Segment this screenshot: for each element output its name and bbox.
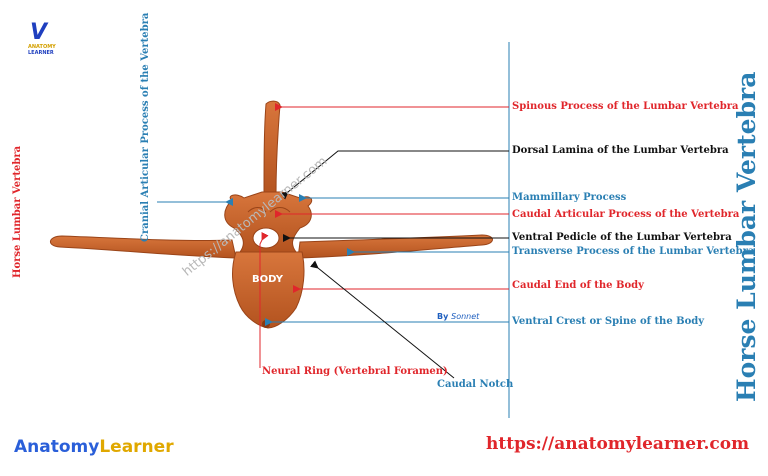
label-dorsal-lamina: Dorsal Lamina of the Lumbar Vertebra	[512, 145, 729, 156]
logo-letter: V	[30, 20, 48, 45]
leader-neural-ring	[259, 231, 269, 368]
label-ventral-crest: Ventral Crest or Spine of the Body	[512, 316, 705, 327]
anatomylearner-logo: V ANATOMY LEARNER	[24, 20, 60, 58]
left-vertical-title: Horse Lumbar Vertebra	[12, 145, 23, 278]
byline-name: Sonnet	[451, 312, 480, 321]
right-vertical-title: Horse Lumbar Vertebra	[732, 71, 761, 402]
body-label: BODY	[252, 274, 283, 285]
site-url[interactable]: https://anatomylearner.com	[486, 434, 750, 454]
label-neural-ring: Neural Ring (Vertebral Foramen)	[262, 366, 448, 377]
brand-part2: Learner	[99, 437, 174, 457]
brand-logo: AnatomyLearner	[14, 437, 174, 457]
vertebra-bone	[50, 100, 493, 329]
label-ventral-pedicle: Ventral Pedicle of the Lumbar Vertebra	[512, 232, 732, 243]
leader-lines	[259, 103, 509, 379]
logo-line1: ANATOMY	[28, 44, 56, 50]
label-caudal-notch: Caudal Notch	[437, 379, 514, 390]
byline: By Sonnet	[437, 312, 479, 321]
logo-line2: LEARNER	[28, 50, 54, 56]
byline-by: By	[437, 312, 449, 321]
label-caudal-end: Caudal End of the Body	[512, 280, 644, 291]
label-spinous-process: Spinous Process of the Lumbar Vertebra	[512, 101, 739, 112]
leader-caudal-notch	[310, 260, 455, 379]
label-transverse-process: Transverse Process of the Lumbar Vertebr…	[512, 246, 755, 257]
leader-dorsal-lamina	[280, 150, 509, 200]
label-mammillary-process: Mammillary Process	[512, 192, 627, 203]
brand-part1: Anatomy	[14, 437, 100, 457]
cranial-articular-label: Cranial Articular Process of the Vertebr…	[140, 12, 151, 242]
label-caudal-articular-process: Caudal Articular Process of the Vertebra	[512, 209, 740, 220]
